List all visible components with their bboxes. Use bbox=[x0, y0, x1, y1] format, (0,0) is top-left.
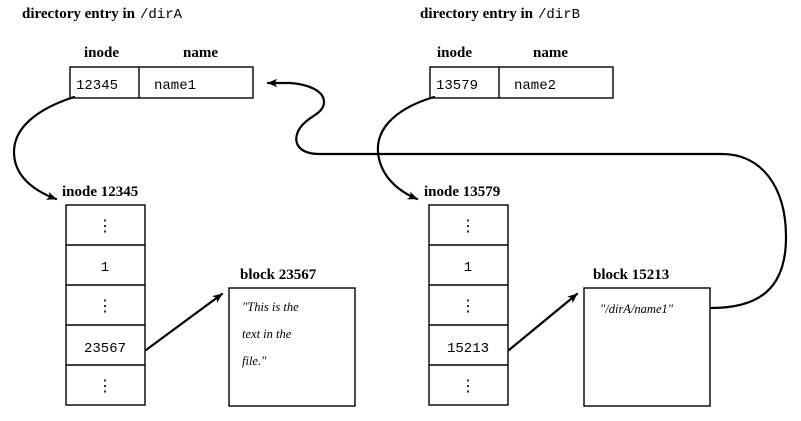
inode-left-row-1: 1 bbox=[101, 260, 109, 276]
inode-left-row-4: ⋮ bbox=[97, 378, 113, 395]
arrow-dirB-to-inode-right bbox=[376, 95, 436, 201]
inode-table-left: ⋮ 1 ⋮ 23567 ⋮ bbox=[65, 204, 146, 406]
title-left-prefix: directory entry in bbox=[22, 6, 136, 22]
title-left-path: /dirA bbox=[140, 7, 183, 23]
arrow-dirA-to-inode-left bbox=[12, 95, 76, 201]
header-name-left: name bbox=[183, 45, 218, 61]
block-left-caption: block 23567 bbox=[240, 267, 317, 283]
header-inode-right: inode bbox=[437, 45, 472, 61]
block-left-line-2: file." bbox=[242, 354, 267, 368]
inode-table-right: ⋮ 1 ⋮ 15213 ⋮ bbox=[428, 204, 509, 406]
inode-right-row-3: 15213 bbox=[447, 341, 489, 357]
inode-left-caption: inode 12345 bbox=[62, 184, 138, 200]
inode-left-row-2: ⋮ bbox=[97, 298, 113, 315]
arrow-inode-right-to-block-right bbox=[507, 292, 579, 352]
dirA-inode-value: 12345 bbox=[76, 78, 118, 94]
inode-right-caption: inode 13579 bbox=[424, 184, 500, 200]
block-left: "This is the text in the file." bbox=[228, 287, 356, 407]
title-right-prefix: directory entry in bbox=[420, 6, 534, 22]
symlink-path-to-dirA-entry bbox=[266, 78, 788, 310]
inode-right-row-0: ⋮ bbox=[460, 218, 476, 235]
inode-right-row-2: ⋮ bbox=[460, 298, 476, 315]
inode-left-row-3: 23567 bbox=[84, 341, 126, 357]
dirA-name-value: name1 bbox=[154, 78, 196, 94]
header-inode-left: inode bbox=[84, 45, 119, 61]
inode-left-row-0: ⋮ bbox=[97, 218, 113, 235]
directory-entry-dirB: 13579 name2 bbox=[429, 66, 614, 99]
dirB-name-value: name2 bbox=[514, 78, 556, 94]
block-right: "/dirA/name1" bbox=[583, 287, 711, 407]
directory-entry-dirA: 12345 name1 bbox=[69, 66, 254, 99]
dirB-inode-value: 13579 bbox=[436, 78, 478, 94]
block-left-line-0: "This is the bbox=[242, 300, 299, 314]
block-right-caption: block 15213 bbox=[593, 267, 669, 283]
block-right-line-0: "/dirA/name1" bbox=[600, 302, 674, 316]
arrow-inode-left-to-block-left bbox=[144, 292, 224, 352]
inode-right-row-1: 1 bbox=[464, 260, 472, 276]
inode-right-row-4: ⋮ bbox=[460, 378, 476, 395]
block-left-line-1: text in the bbox=[242, 327, 292, 341]
header-name-right: name bbox=[533, 45, 568, 61]
title-right-path: /dirB bbox=[538, 7, 580, 23]
